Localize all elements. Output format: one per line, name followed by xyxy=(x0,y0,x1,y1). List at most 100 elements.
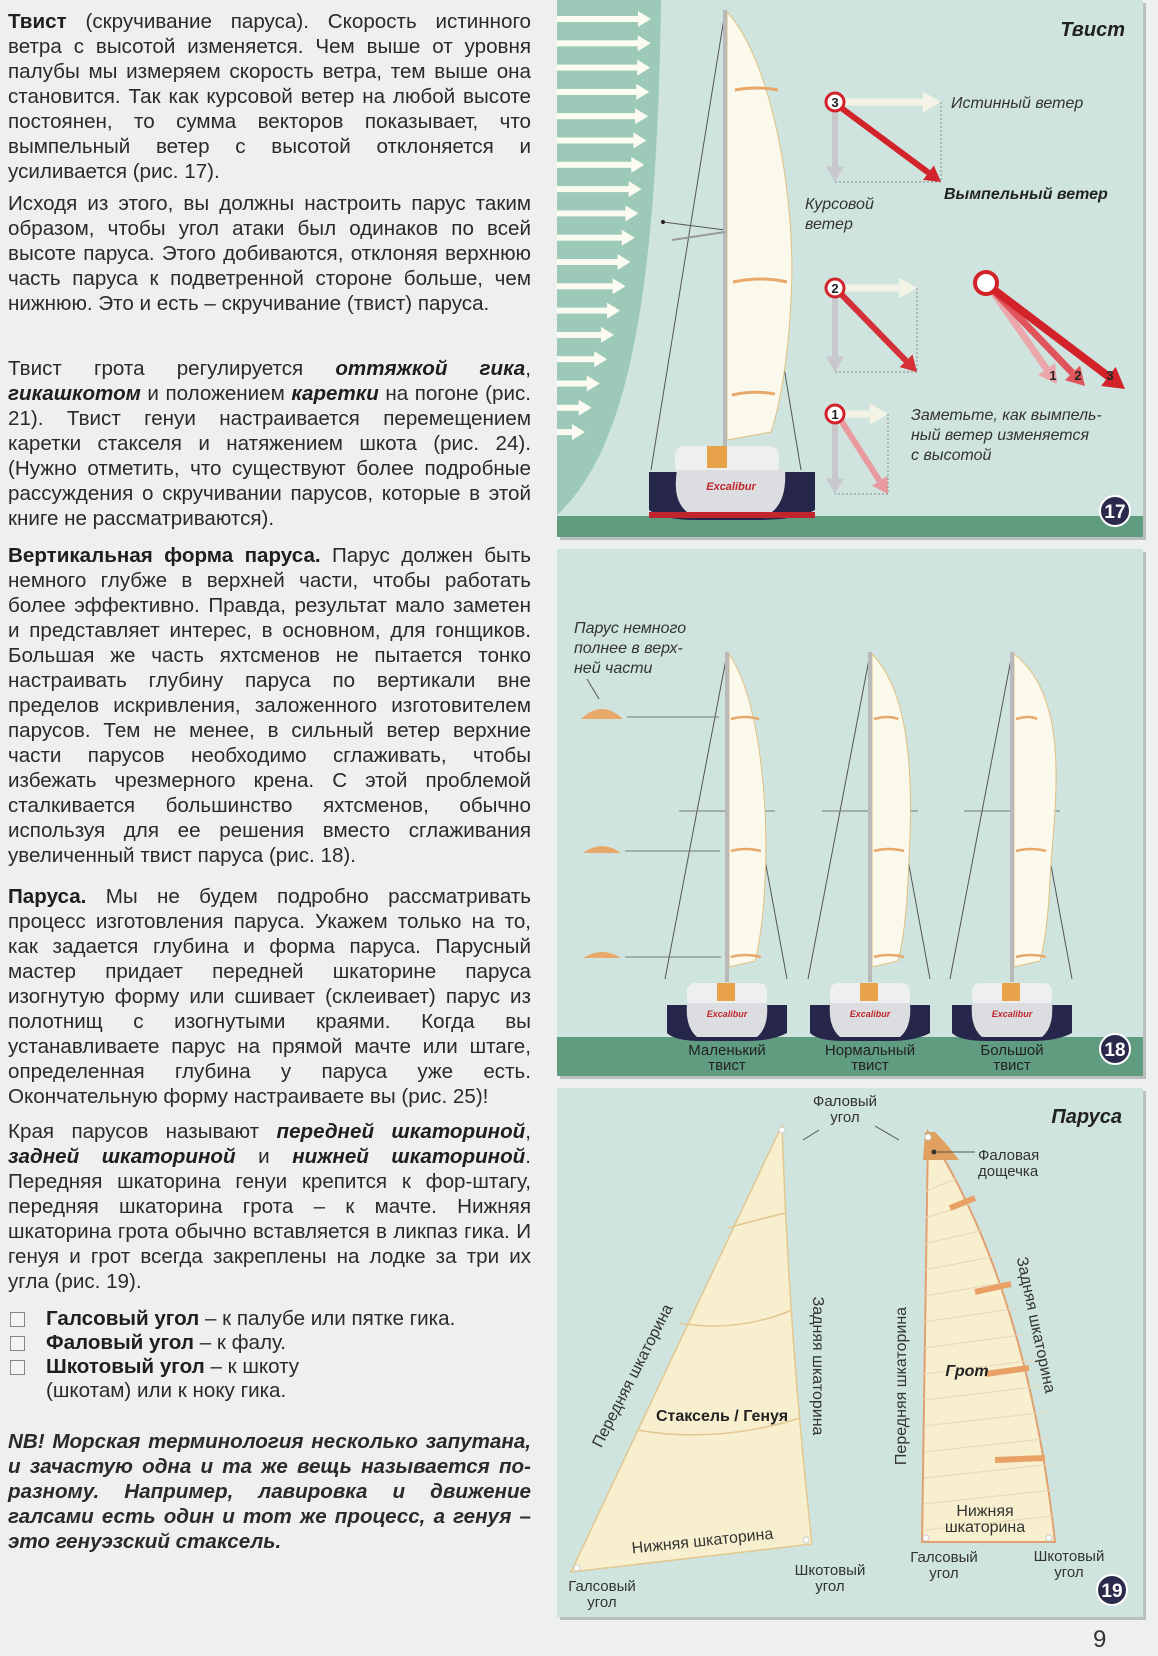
text-run: , xyxy=(525,357,531,380)
apparent-wind-label: Вымпельный ветер xyxy=(944,186,1108,203)
main-tack-label: Галсовый xyxy=(910,1549,978,1566)
nb-note: NB! Морская терминология несколько запут… xyxy=(8,1430,531,1553)
headboard-label: Фаловая xyxy=(978,1147,1039,1164)
headboard-label: дощечка xyxy=(978,1163,1039,1180)
level-number: 3 xyxy=(831,95,838,110)
checkbox-icon xyxy=(10,1336,25,1351)
figure-number: 19 xyxy=(1101,1581,1122,1602)
genoa-clew-label: Шкотовый xyxy=(795,1562,866,1579)
mainsail xyxy=(871,652,911,968)
course-wind-label: Курсовой xyxy=(805,196,874,213)
checkbox-icon xyxy=(10,1360,25,1375)
mainsail-name: Грот xyxy=(945,1363,988,1380)
mast xyxy=(1010,652,1014,982)
boat-name: Excalibur xyxy=(707,1009,748,1019)
wind-arrow xyxy=(557,181,642,198)
paragraph-vertical-shape: Вертикальная форма паруса. Парус должен … xyxy=(8,543,531,868)
level-marker xyxy=(824,91,846,113)
mainsail xyxy=(726,10,793,441)
note-line: с высотой xyxy=(911,447,992,464)
paragraph-sails: Паруса. Мы не будем подробно рассматрива… xyxy=(8,884,531,1109)
figure-title: Твист xyxy=(1060,19,1125,41)
figure-badge xyxy=(1099,1033,1131,1065)
genoa-tack-label: Галсовый xyxy=(568,1578,636,1595)
list-item: Галсовый угол – к палубе или пятке гика. xyxy=(8,1307,531,1331)
genoa-clew-label: угол xyxy=(815,1578,844,1595)
wind-arrow xyxy=(557,229,635,246)
apparent-wind-arrow xyxy=(838,104,941,182)
boat-name: Excalibur xyxy=(706,481,756,493)
apparent-wind-arrow xyxy=(837,417,888,494)
text-run: и xyxy=(235,1145,293,1168)
wind-arrow xyxy=(557,351,608,368)
sail-corners-list: Галсовый угол – к палубе или пятке гика.… xyxy=(8,1307,531,1403)
sail-section-profiles xyxy=(581,709,721,958)
wind-arrow xyxy=(557,399,592,416)
mainsail xyxy=(1013,652,1057,968)
genoa-leech-label: Задняя шкаторина xyxy=(809,1297,826,1436)
text-run: , xyxy=(525,1120,531,1143)
course-wind-arrow xyxy=(826,422,844,494)
emphasis-term: Твист xyxy=(8,10,67,33)
level-marker xyxy=(824,403,846,425)
list-item: Шкотовый угол – к шкоту (шкотам) или к н… xyxy=(8,1355,531,1403)
true-wind-arrow xyxy=(843,91,941,113)
level-number: 2 xyxy=(831,281,838,296)
note-line: ней части xyxy=(574,660,653,677)
mainsail xyxy=(728,652,767,968)
true-wind-arrow xyxy=(843,277,917,299)
definition: – к шкоту (шкотам) или к ноку гика. xyxy=(46,1355,300,1402)
course-wind-arrow xyxy=(826,296,844,372)
figure-badge xyxy=(1096,1574,1128,1606)
checkbox-icon xyxy=(10,1312,25,1327)
main-tack-label: угол xyxy=(929,1565,958,1582)
genoa-name: Стаксель / Генуя xyxy=(656,1408,788,1425)
text-run: Исходя из этого, вы должны настроить пар… xyxy=(8,192,531,315)
boat-hull: Excalibur xyxy=(649,446,815,520)
term: Фаловый угол xyxy=(46,1331,194,1354)
emphasis-term: Паруса. xyxy=(8,885,87,908)
apparent-wind-arrow-3 xyxy=(986,282,1125,389)
term: Шкотовый угол xyxy=(46,1355,205,1378)
text-run: и положением xyxy=(140,382,292,405)
genoa-tack-label: угол xyxy=(587,1594,616,1611)
main-luff-label: Передняя шкаторина xyxy=(893,1307,910,1465)
true-wind-label: Истинный ветер xyxy=(951,95,1083,112)
mast xyxy=(723,10,727,450)
paragraph-twist-control: Твист грота регулируется оттяжкой гика, … xyxy=(8,356,531,531)
mainsail xyxy=(920,1128,1057,1543)
main-foot-label: Нижняя xyxy=(956,1503,1013,1520)
true-wind-arrow xyxy=(843,403,888,425)
boat-label: твист xyxy=(708,1057,746,1074)
text-run: Края парусов называют xyxy=(8,1120,277,1143)
emphasis-term: передней шкаториной xyxy=(276,1120,526,1143)
list-item: Фаловый угол – к фалу. xyxy=(8,1331,531,1355)
level-number: 1 xyxy=(831,407,838,422)
definition: – к фалу. xyxy=(193,1331,286,1354)
wind-arrow xyxy=(557,375,600,392)
term: Галсовый угол xyxy=(46,1307,200,1330)
water-band xyxy=(557,516,1143,537)
head-label: угол xyxy=(830,1109,859,1126)
wind-arrow xyxy=(557,424,585,441)
boat-name: Excalibur xyxy=(992,1009,1033,1019)
course-wind-label: ветер xyxy=(805,216,853,233)
page-number: 9 xyxy=(1093,1626,1107,1653)
emphasis-term: оттяжкой гика xyxy=(335,357,526,380)
wind-arrow xyxy=(557,11,651,27)
figure-badge xyxy=(1099,495,1131,527)
figure-number: 17 xyxy=(1104,502,1125,523)
level-number: 1 xyxy=(1049,368,1056,383)
wind-arrow xyxy=(557,205,639,222)
level-marker xyxy=(824,277,846,299)
text-run: (скручивание паруса). Скорость истинного… xyxy=(8,10,531,183)
wind-arrow xyxy=(557,108,649,125)
level-number: 2 xyxy=(1074,368,1081,383)
wind-arrow xyxy=(557,254,631,270)
main-clew-label: угол xyxy=(1054,1564,1083,1581)
boat-label: Маленький xyxy=(688,1042,766,1059)
